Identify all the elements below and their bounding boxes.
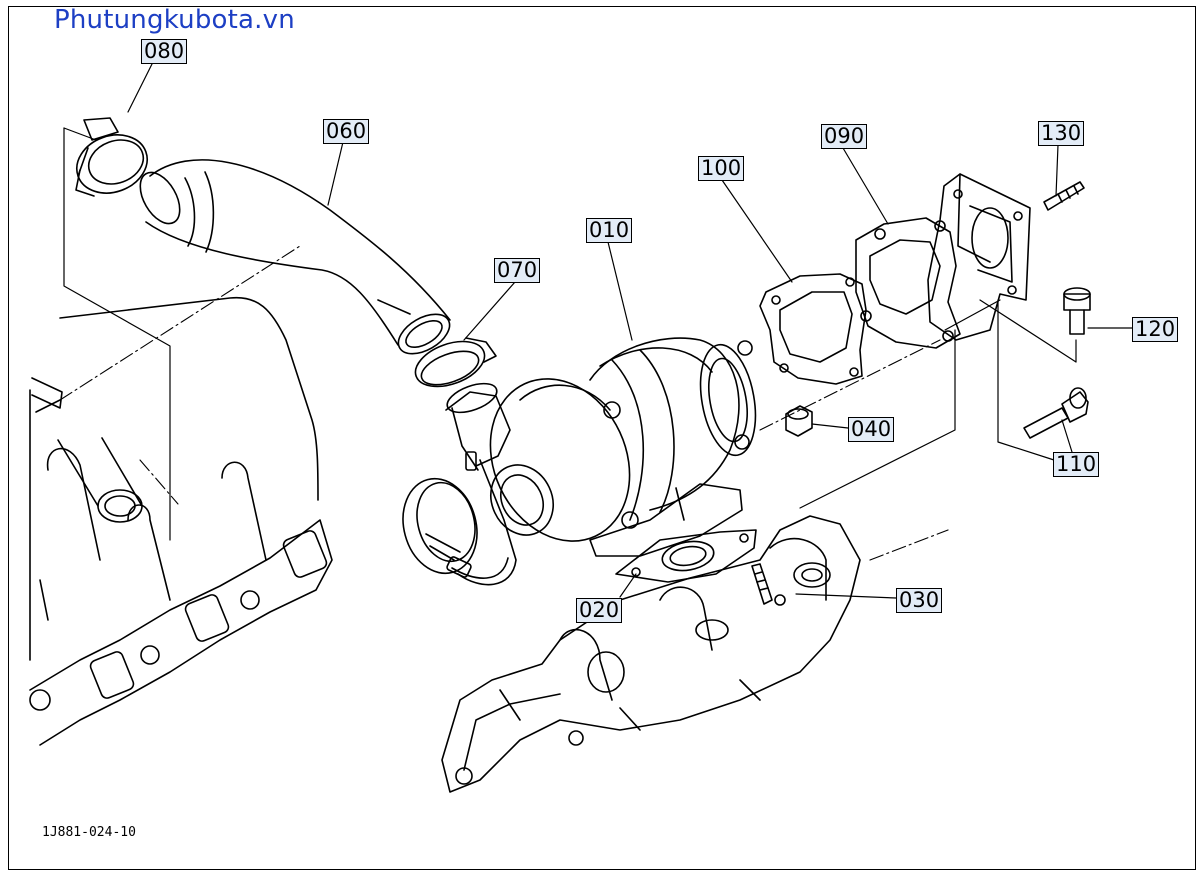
callout-080: 080 — [141, 39, 188, 64]
center-lines — [59, 245, 949, 561]
gasket-090 — [855, 217, 961, 349]
turbocharger-010 — [402, 337, 757, 586]
drawing-code: 1J881-024-10 — [42, 825, 136, 840]
callout-110: 110 — [1053, 452, 1100, 477]
callout-010: 010 — [586, 218, 633, 243]
site-watermark: Phutungkubota.vn — [54, 5, 295, 35]
nut-040 — [785, 405, 813, 437]
callout-020: 020 — [576, 598, 623, 623]
clamp-070 — [414, 337, 497, 388]
exhaust-elbow — [927, 173, 1031, 341]
hose-060 — [139, 159, 451, 355]
callout-130: 130 — [1038, 121, 1085, 146]
bolt-110 — [1023, 387, 1089, 439]
clamp-080 — [75, 117, 148, 197]
callout-040: 040 — [848, 417, 895, 442]
bolt-120 — [1063, 287, 1091, 335]
gasket-020 — [615, 529, 757, 583]
drawing-frame — [8, 6, 1196, 870]
intake-manifold — [29, 296, 333, 746]
callout-100: 100 — [698, 156, 745, 181]
callout-030: 030 — [896, 588, 943, 613]
callout-120: 120 — [1132, 317, 1179, 342]
gasket-100 — [759, 273, 867, 385]
callout-090: 090 — [821, 124, 868, 149]
stud-030 — [751, 563, 773, 605]
exhaust-manifold — [441, 515, 861, 793]
leader-lines — [63, 127, 1077, 541]
callout-070: 070 — [494, 258, 541, 283]
callout-leaders — [127, 59, 1133, 599]
stud-130 — [1043, 181, 1085, 211]
callout-060: 060 — [323, 119, 370, 144]
